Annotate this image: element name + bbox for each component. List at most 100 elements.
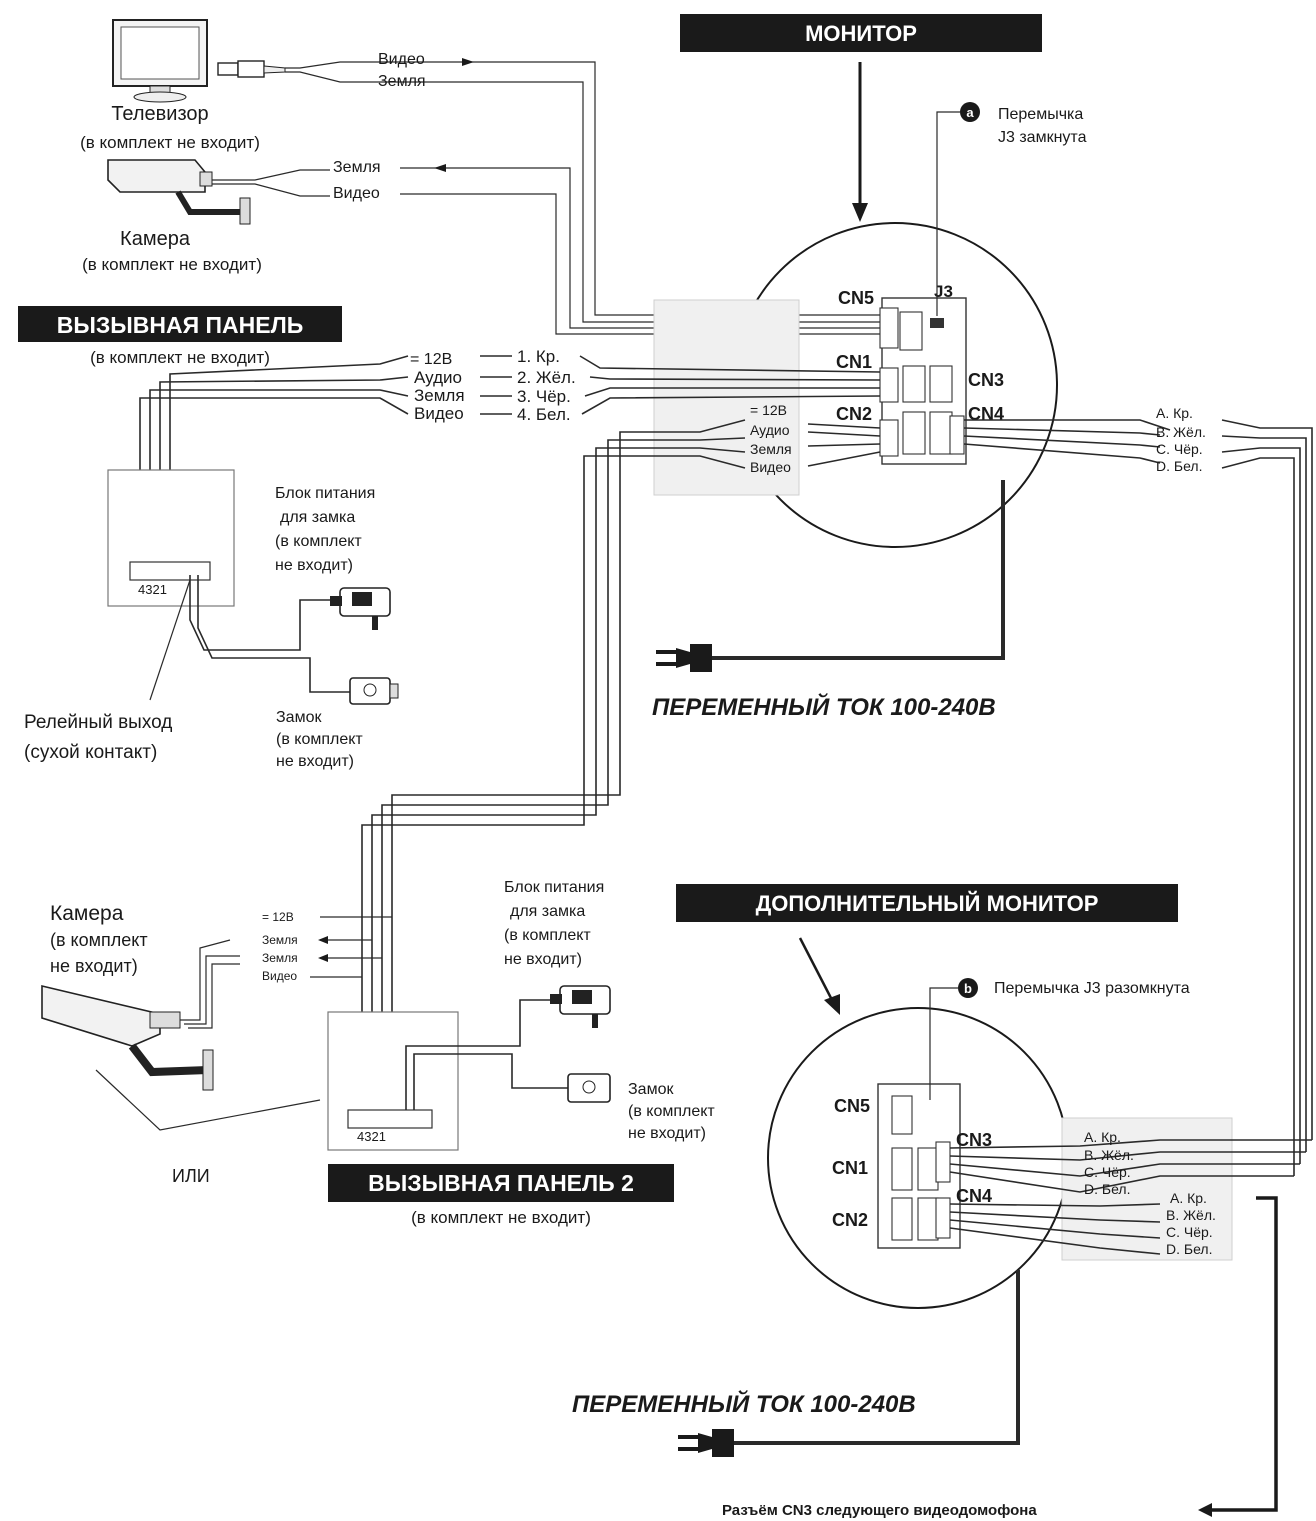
cn2-2-connector [891, 1197, 913, 1241]
camera2-line3: не входит) [50, 956, 138, 976]
w4-wire [581, 395, 881, 415]
badge-a: a [966, 105, 974, 120]
run-b [1221, 435, 1307, 1152]
tv-video-wire [285, 61, 440, 69]
ps1-line1: Блок питания [275, 485, 375, 502]
cn4-2-plug [935, 1197, 951, 1239]
lock1-line1: Замок [276, 709, 322, 726]
relay-leader [149, 579, 191, 701]
jumper-a-line2: J3 замкнута [998, 129, 1087, 146]
cn5-label: CN5 [838, 288, 874, 308]
badge-a-icon [960, 102, 980, 122]
cn4-a-label: A. Кр. [1156, 405, 1193, 421]
monitor-banner: МОНИТОР [805, 21, 917, 46]
lock-ps-wire [189, 575, 340, 651]
cn4-label: CN4 [968, 404, 1004, 424]
p2-audio-label: Аудио [750, 422, 790, 438]
tv-arrow [462, 58, 474, 66]
cam-video-run [400, 193, 888, 335]
call-panel-1-body [107, 469, 235, 607]
cn3-2-c [949, 1163, 1300, 1177]
run-c [1221, 447, 1301, 1164]
jumper-b-leader [929, 987, 958, 1100]
lock1-line3: не входит) [276, 753, 354, 770]
cn4-c-label: C. Чёр. [1156, 441, 1203, 457]
call-panel-2-banner-bg [328, 1164, 674, 1202]
power-adapter-icon [330, 587, 391, 630]
call-panel-2-body [327, 1011, 459, 1151]
next-cn3-arrow [1198, 1503, 1212, 1517]
p2-wire-3 [371, 447, 746, 1110]
cn1-label: CN1 [836, 352, 872, 372]
j3-jumper [930, 318, 944, 328]
w4-label: 4. Бел. [517, 405, 571, 424]
tv-label: Телевизор [111, 103, 208, 125]
call-panel-banner: ВЫЗЫВНАЯ ПАНЕЛЬ [57, 312, 304, 338]
camera-note: (в комплект не входит) [82, 255, 262, 274]
cam2-w3 [188, 963, 240, 1029]
cn1-2-connector [891, 1147, 913, 1191]
w1-wire [579, 355, 881, 373]
p2-wire-1 [391, 419, 746, 1110]
p1-video-label: Видео [414, 404, 464, 423]
p1-ground-label: Земля [414, 386, 465, 405]
cn3-2-d [949, 1171, 1294, 1193]
or-lines [95, 1069, 321, 1131]
cn4-2-label: CN4 [956, 1186, 992, 1206]
cam-ground-run [400, 167, 888, 329]
call-panel-2-terminal [347, 1109, 433, 1129]
cn3-connector [929, 365, 953, 403]
cam-ground-wire [212, 169, 330, 181]
p2-video-label: Видео [750, 459, 791, 475]
next-cn3-label: Разъём CN3 следующего видеодомофона [722, 1502, 1037, 1519]
extra-monitor-banner: ДОПОЛНИТЕЛЬНЫЙ МОНИТОР [756, 891, 1099, 916]
cam2-w2 [184, 955, 240, 1025]
cam2-arrow-2 [318, 954, 328, 962]
monitor-banner-bg [680, 14, 1042, 52]
cn3-2-a-label: A. Кр. [1084, 1129, 1121, 1145]
lock2-line3: не входит) [628, 1125, 706, 1142]
rca-plug-icon [217, 60, 286, 78]
cn1-2-label: CN1 [832, 1158, 868, 1178]
cam-arrow [434, 164, 446, 172]
lock-2-icon [567, 1073, 611, 1103]
extra-monitor-arrow [798, 937, 834, 1001]
monitor-arrow-head [852, 203, 868, 222]
cn2-2-label: CN2 [832, 1210, 868, 1230]
cn2-w4 [807, 451, 881, 467]
lock2-wire [413, 1053, 570, 1110]
cn3-2-connector [917, 1147, 939, 1191]
cn4-plug [949, 415, 965, 455]
cam2-12v-label: = 12В [262, 910, 294, 924]
camera-2-icon [41, 984, 214, 1091]
cn4-2-c [949, 1219, 1161, 1239]
cn3-2-plug [935, 1141, 951, 1183]
w3-wire [584, 387, 880, 397]
cn2-w3 [807, 443, 881, 447]
cn2-plug [879, 419, 899, 457]
cn3-2-c-label: C. Чёр. [1084, 1164, 1131, 1180]
cn4-d-label: D. Бел. [1156, 458, 1202, 474]
camera2-line1: Камера [50, 902, 124, 925]
cam2-w1 [180, 939, 231, 1021]
ps2-line2: для замка [510, 903, 585, 920]
cn4-2-d [949, 1227, 1161, 1255]
cn4-out-d [963, 443, 1161, 464]
power-cord-1 [700, 480, 1005, 660]
lock2-line2: (в комплект [628, 1103, 715, 1120]
tv-video-label: Видео [378, 51, 425, 68]
relay-line2: (сухой контакт) [24, 742, 157, 763]
jumper-a-leader [936, 111, 960, 316]
cam-video-wire [212, 183, 330, 197]
cn1-plug [879, 367, 899, 403]
run-d [1221, 457, 1295, 1176]
cn4-out-a [964, 419, 1171, 431]
cn3-2-a [949, 1139, 1312, 1149]
camera-label: Камера [120, 228, 191, 250]
p2-ground-label: Земля [750, 441, 792, 457]
tv-ground-run [440, 81, 888, 323]
ac-power-1: ПЕРЕМЕННЫЙ ТОК 100-240В [652, 692, 996, 721]
cn2-label: CN2 [836, 404, 872, 424]
extra-monitor-banner-bg [676, 884, 1178, 922]
